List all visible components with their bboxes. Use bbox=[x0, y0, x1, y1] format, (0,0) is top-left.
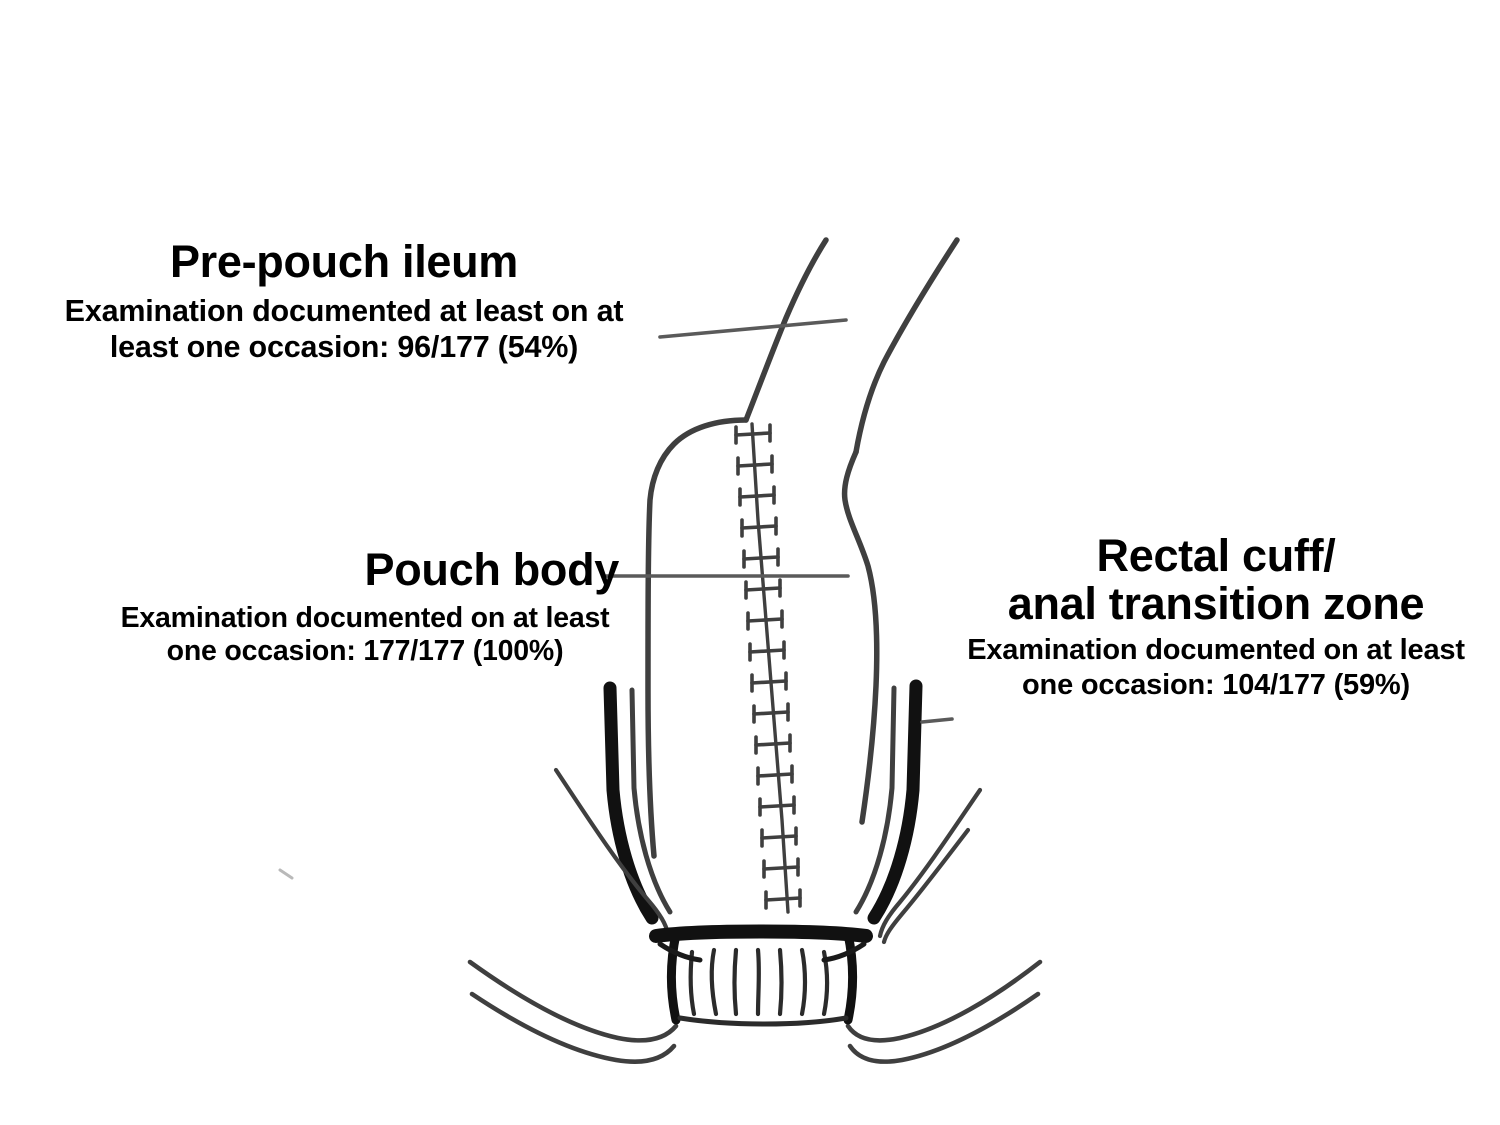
label-block-pre-pouch-ileum: Pre-pouch ileum Examination documented a… bbox=[34, 238, 654, 366]
pouch-body-title: Pouch body bbox=[364, 544, 620, 595]
pelvic-floor-inner-left bbox=[469, 991, 677, 1064]
leader-line-pre-pouch-ileum bbox=[658, 318, 848, 339]
pelvic-floor-outer-right bbox=[845, 959, 1043, 1043]
pre-pouch-ileum-limb bbox=[743, 237, 829, 423]
ileoanal-anastomosis-line bbox=[649, 924, 873, 943]
anal-canal-wall-right bbox=[843, 929, 857, 1025]
rectal-cuff-inner-right bbox=[853, 685, 897, 915]
rectal-cuff-inner-left bbox=[629, 687, 673, 915]
anal-verge-line bbox=[677, 1015, 849, 1027]
pouch-body-detail: Examination documented on at least one o… bbox=[120, 601, 610, 668]
pelvic-floor-outer-left bbox=[467, 959, 679, 1043]
pelvic-floor-inner-right bbox=[847, 991, 1041, 1064]
anal-mucosal-columns bbox=[688, 947, 830, 1017]
levator-ani-left-upper bbox=[553, 767, 671, 937]
anal-canal-wall-left bbox=[667, 929, 681, 1025]
staple-marks bbox=[734, 423, 802, 910]
levator-ani-right-upper bbox=[877, 787, 983, 939]
scan-artifact-mark bbox=[278, 868, 294, 880]
label-block-pouch-body: Pouch body Examination documented on at … bbox=[105, 546, 625, 669]
pouch-left-wall bbox=[645, 417, 749, 859]
rectal-cuff-title: Rectal cuff/ anal transition zone bbox=[1007, 530, 1425, 629]
rectal-cuff-detail: Examination documented on at least one o… bbox=[967, 634, 1465, 701]
dentate-line-right bbox=[821, 941, 867, 963]
pre-pouch-ileum-title: Pre-pouch ileum bbox=[169, 236, 519, 287]
levator-ani-right-upper-2 bbox=[881, 827, 971, 945]
rectal-cuff-band-left bbox=[603, 681, 659, 925]
pre-pouch-ileum-detail: Examination documented at least on at le… bbox=[64, 293, 624, 364]
pouch-right-wall bbox=[841, 449, 880, 825]
right-ileal-limb bbox=[853, 237, 960, 455]
rectal-cuff-band-right bbox=[867, 679, 923, 925]
dentate-line-left bbox=[657, 941, 703, 963]
label-block-rectal-cuff: Rectal cuff/ anal transition zone Examin… bbox=[958, 532, 1474, 702]
leader-line-rectal-cuff bbox=[920, 717, 954, 724]
